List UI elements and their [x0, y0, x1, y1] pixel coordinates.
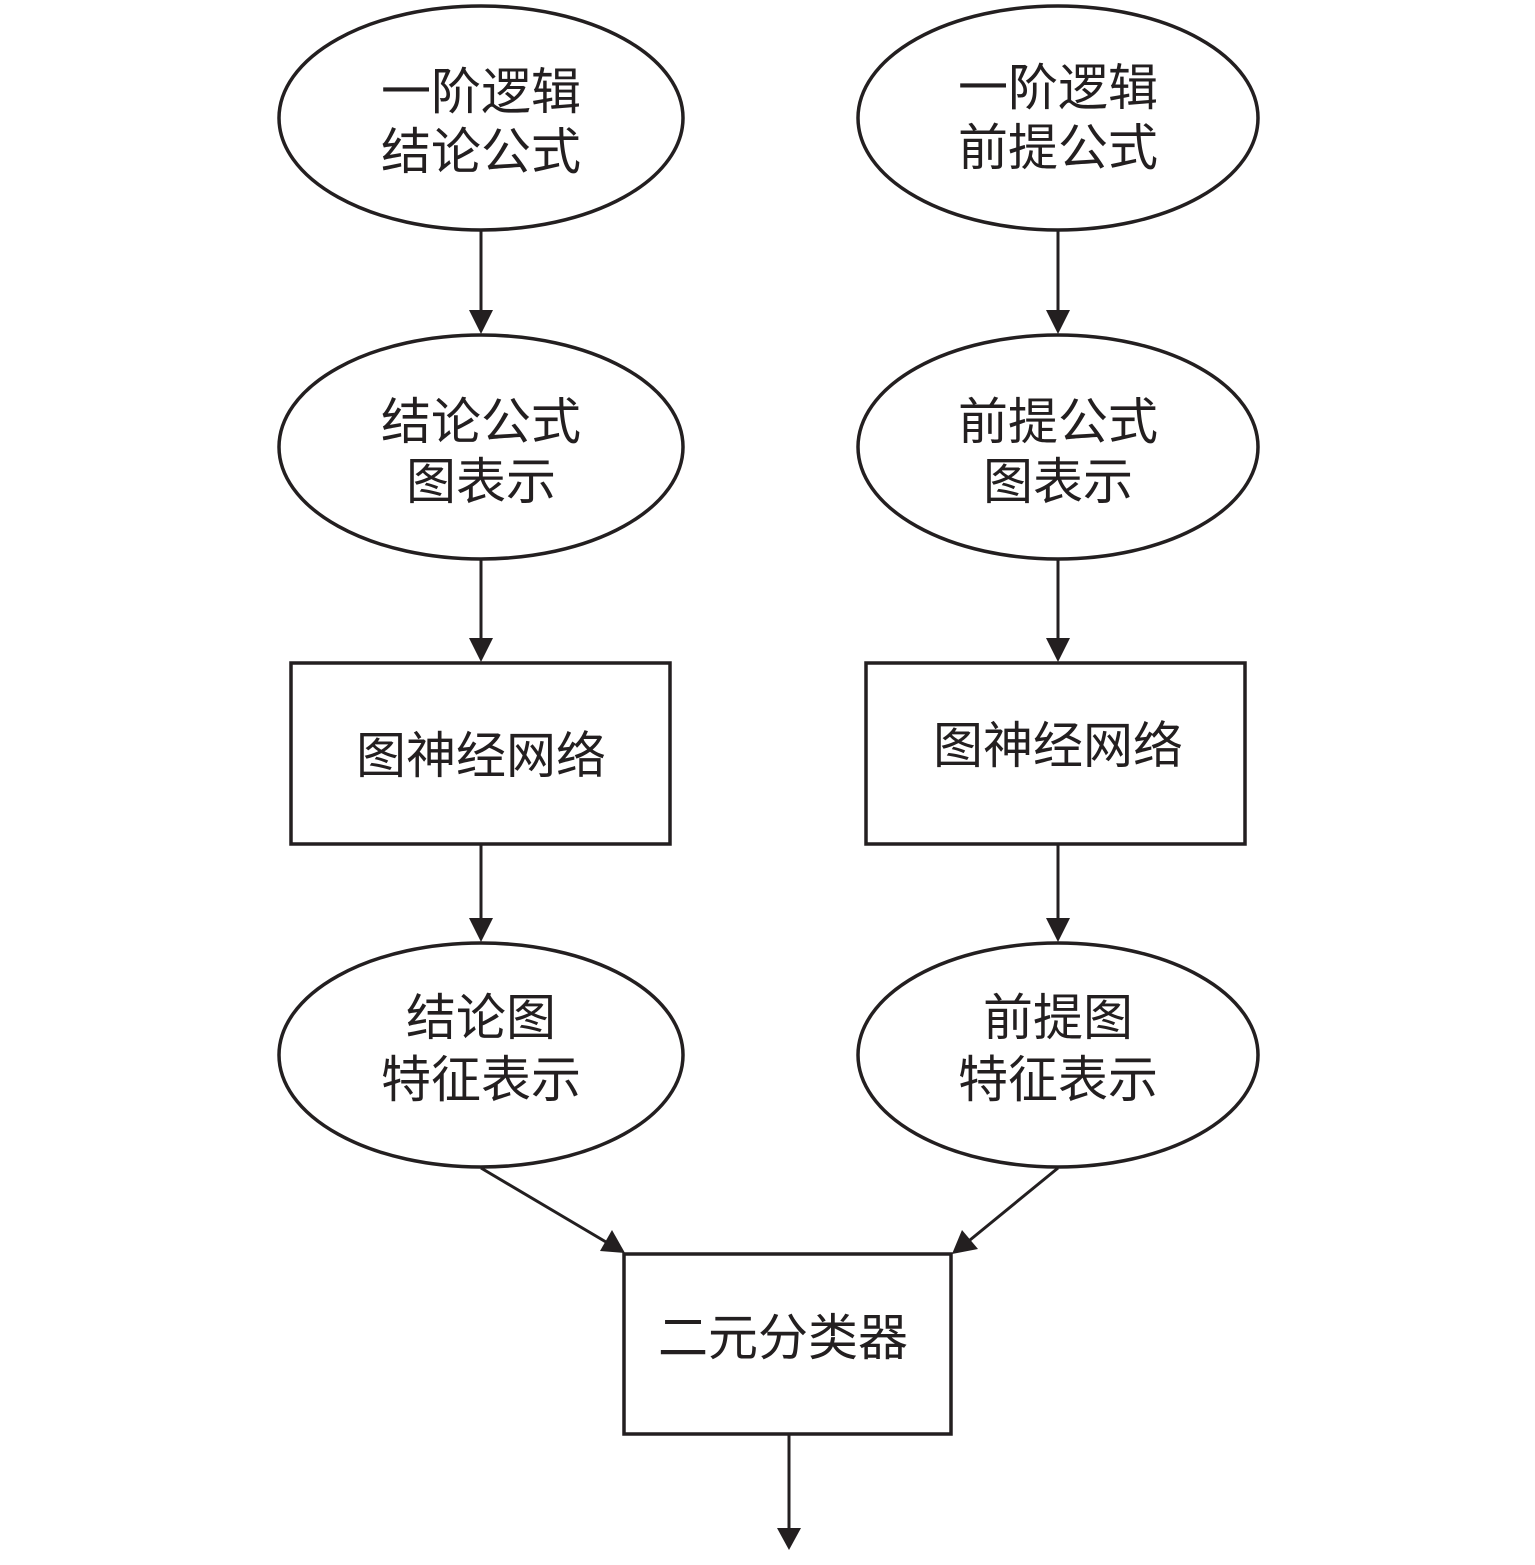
edge-conclusion-graph-to-gnn — [469, 560, 493, 662]
node-premise-gnn: 图神经网络 — [864, 661, 1247, 846]
node-conclusion-features: 结论图 特征表示 — [277, 941, 685, 1169]
edge-premise-formula-to-graph — [1046, 231, 1070, 334]
node-conclusion-gnn-label: 图神经网络 — [356, 727, 606, 785]
edge-conclusion-features-to-classifier — [480, 1166, 625, 1253]
node-premise-features: 前提图 特征表示 — [856, 941, 1260, 1169]
edge-conclusion-gnn-to-features — [469, 845, 493, 942]
node-conclusion-gnn: 图神经网络 — [289, 661, 672, 846]
node-premise-formula-line-2: 前提公式 — [958, 119, 1158, 177]
node-conclusion-graph-line-2: 图表示 — [406, 453, 556, 511]
node-premise-features-line-2: 特征表示 — [958, 1051, 1158, 1109]
node-premise-formula-line-1: 一阶逻辑 — [958, 59, 1158, 117]
node-premise-features-line-1: 前提图 — [983, 989, 1133, 1047]
node-conclusion-formula-line-1: 一阶逻辑 — [381, 63, 581, 121]
node-conclusion-formula-line-2: 结论公式 — [381, 123, 581, 181]
node-premise-formula: 一阶逻辑 前提公式 — [856, 4, 1260, 232]
node-classifier-label: 二元分类器 — [658, 1309, 908, 1367]
node-conclusion-formula: 一阶逻辑 结论公式 — [277, 4, 685, 232]
node-premise-gnn-label: 图神经网络 — [933, 717, 1183, 775]
edge-premise-features-to-classifier — [952, 1166, 1059, 1254]
edge-conclusion-formula-to-graph — [469, 231, 493, 334]
edge-classifier-to-output — [777, 1435, 801, 1550]
node-premise-graph: 前提公式 图表示 — [856, 333, 1260, 561]
node-premise-graph-line-1: 前提公式 — [958, 393, 1158, 451]
node-conclusion-features-line-1: 结论图 — [406, 989, 556, 1047]
node-conclusion-graph-line-1: 结论公式 — [381, 393, 581, 451]
node-conclusion-graph: 结论公式 图表示 — [277, 333, 685, 561]
edge-premise-graph-to-gnn — [1046, 560, 1070, 662]
node-premise-graph-line-2: 图表示 — [983, 453, 1133, 511]
node-conclusion-features-line-2: 特征表示 — [381, 1051, 581, 1109]
edge-premise-gnn-to-features — [1046, 845, 1070, 942]
node-classifier: 二元分类器 — [622, 1252, 953, 1436]
